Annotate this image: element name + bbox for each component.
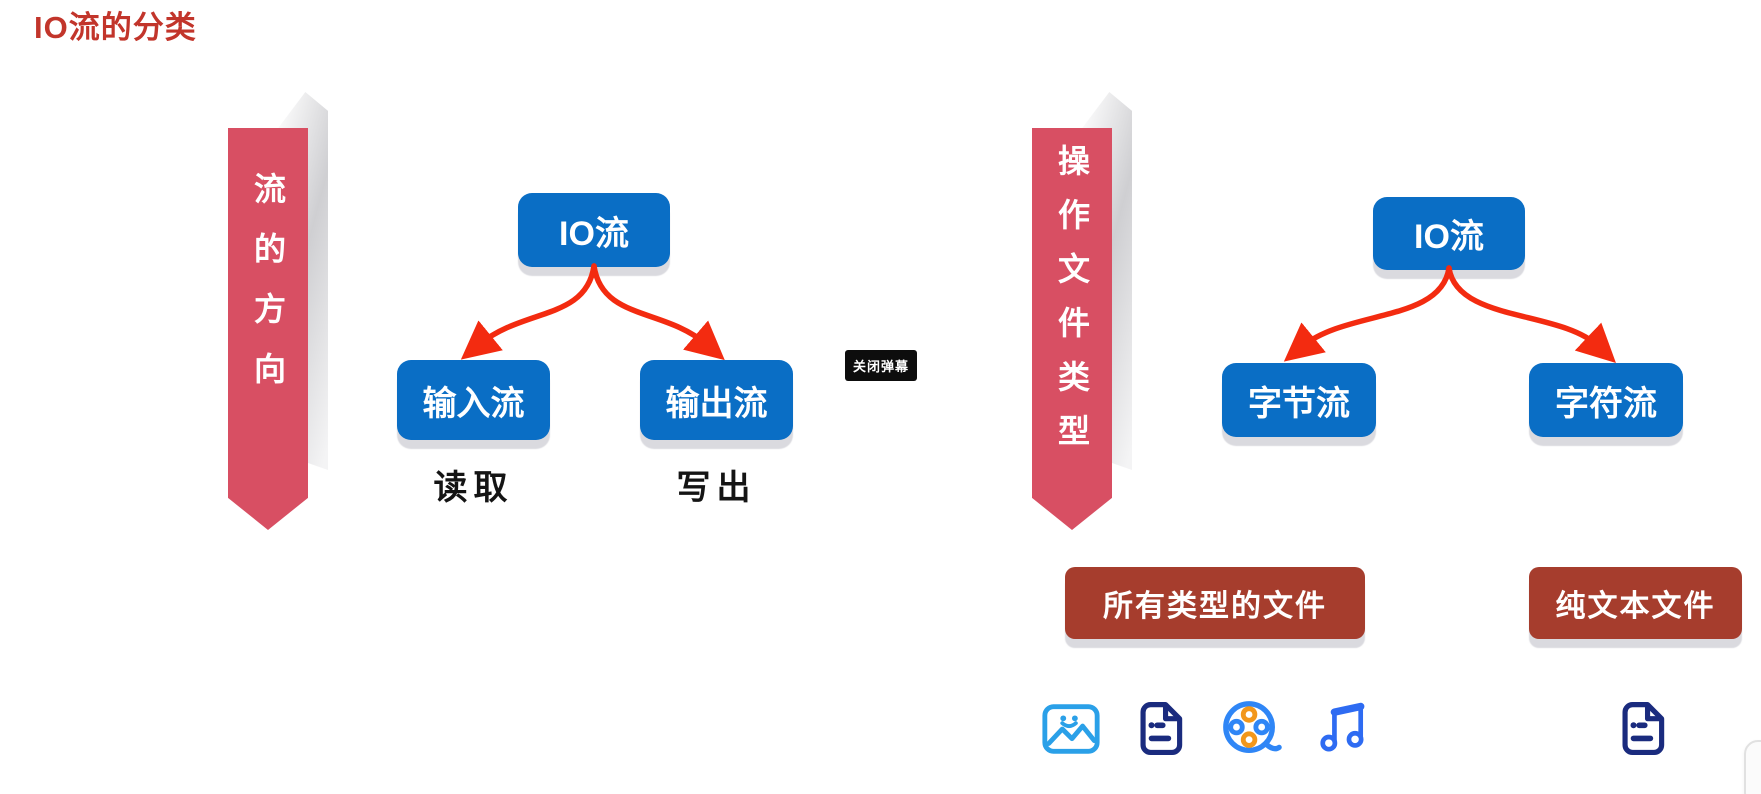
left-ribbon: 流的方向 (228, 92, 328, 530)
page-title: IO流的分类 (34, 10, 197, 45)
output-stream-node: 输出流 (640, 360, 793, 440)
movie-icon (1220, 696, 1282, 762)
char-stream-node: 字符流 (1529, 363, 1683, 437)
left-ribbon-label: 流的方向 (250, 172, 286, 412)
plain-text-files-box: 纯文本文件 (1529, 567, 1742, 639)
right-ribbon-body: 操作文件类型 (1032, 128, 1112, 530)
input-stream-node: 输入流 (397, 360, 550, 440)
read-annotation: 读取 (433, 468, 514, 508)
right-ribbon-label: 操作文件类型 (1054, 144, 1090, 468)
all-file-types-box: 所有类型的文件 (1065, 567, 1365, 639)
document-icon (1128, 696, 1190, 762)
right-root-node: IO流 (1373, 197, 1525, 270)
floating-widget-partial (1744, 740, 1761, 794)
right-ribbon: 操作文件类型 (1032, 92, 1132, 530)
byte-stream-node: 字节流 (1222, 363, 1376, 437)
music-icon (1310, 696, 1372, 762)
left-ribbon-body: 流的方向 (228, 128, 308, 530)
left-root-node: IO流 (518, 193, 670, 267)
write-annotation: 写出 (676, 468, 757, 508)
danmaku-toggle-button[interactable]: 关闭弹幕 (845, 350, 918, 381)
document-icon (1610, 696, 1672, 762)
image-icon (1040, 696, 1102, 762)
